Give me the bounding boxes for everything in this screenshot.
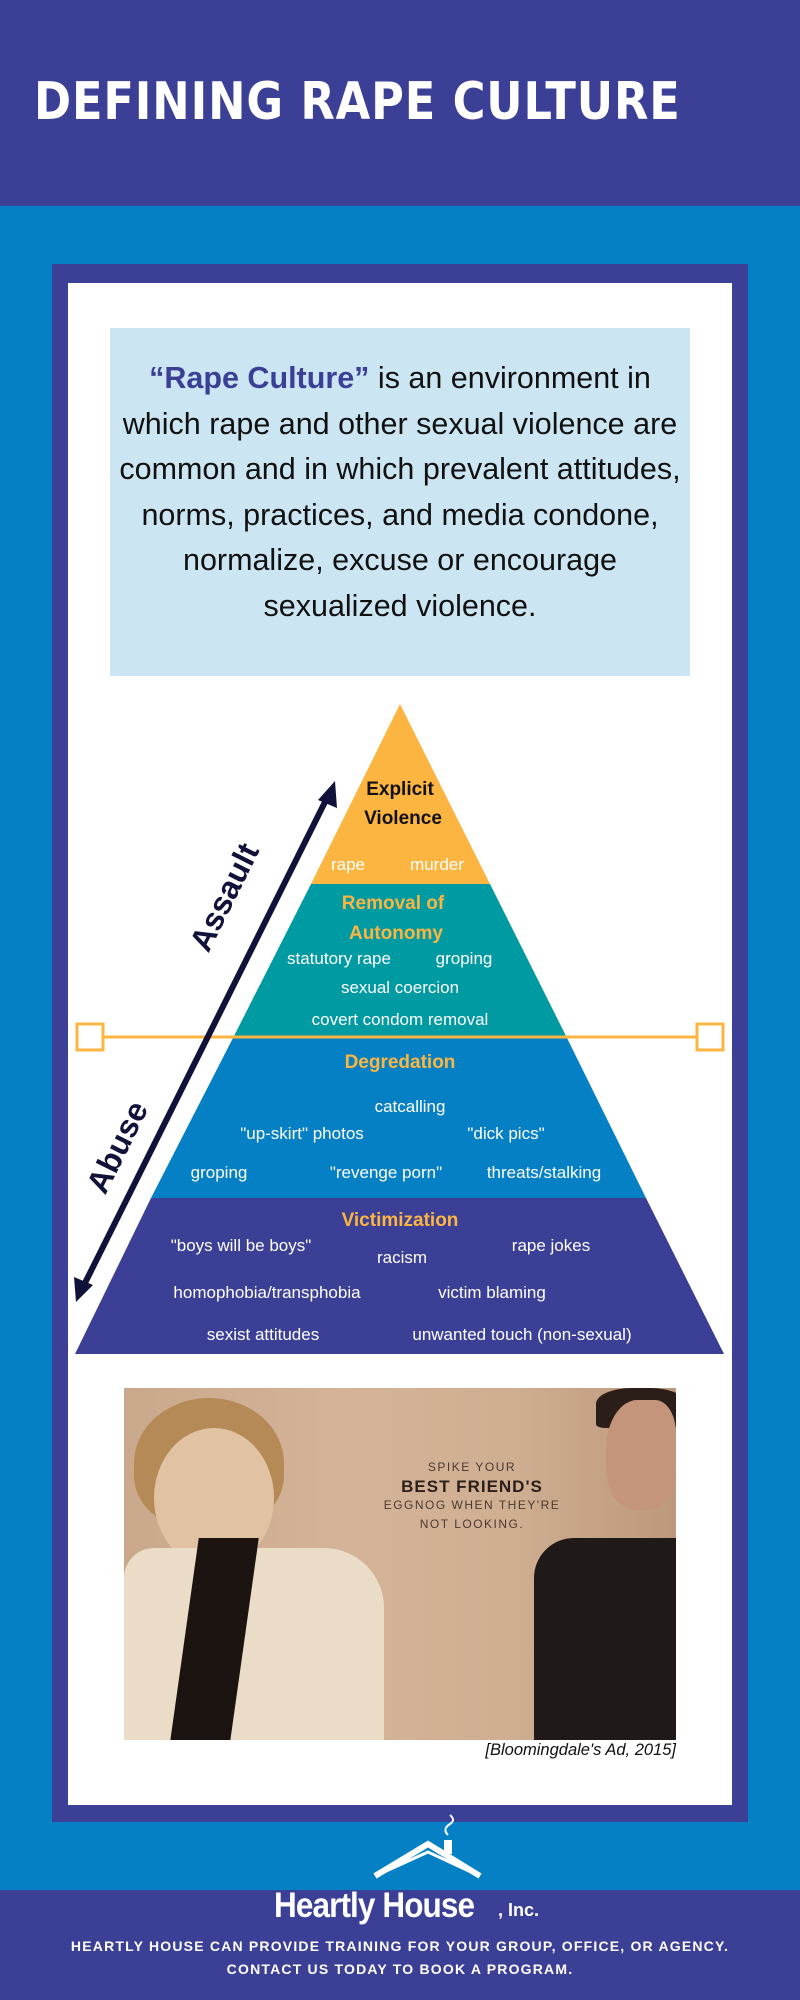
ad-caption: [Bloomingdale's Ad, 2015] bbox=[485, 1741, 676, 1759]
tier2-item: sexual coercion bbox=[341, 978, 459, 997]
tier4-item: rape jokes bbox=[512, 1236, 590, 1255]
logo-suffix: , Inc. bbox=[498, 1900, 540, 1920]
tier1-title-line1: Explicit bbox=[366, 779, 434, 800]
ad-line: BEST FRIEND'S bbox=[401, 1477, 543, 1496]
tier-victimization-shape bbox=[75, 1198, 724, 1354]
spectrum-arrow-head-bottom bbox=[74, 1277, 93, 1302]
tier1-item: murder bbox=[410, 855, 464, 874]
ad-line: SPIKE YOUR bbox=[427, 1460, 517, 1474]
definition-text: “Rape Culture” is an environment in whic… bbox=[118, 356, 682, 629]
threshold-handle-right bbox=[695, 1022, 725, 1052]
tier2-item: covert condom removal bbox=[312, 1010, 489, 1029]
logo-wordmark: Heartly House bbox=[274, 1886, 475, 1925]
tier-degredation-shape bbox=[151, 1036, 646, 1198]
tier4-item: homophobia/transphobia bbox=[173, 1283, 361, 1302]
tier4-item: "boys will be boys" bbox=[171, 1236, 312, 1255]
tier2-item: groping bbox=[436, 949, 493, 968]
tier-autonomy-shape bbox=[234, 884, 566, 1036]
footer-line: CONTACT US TODAY TO BOOK A PROGRAM. bbox=[226, 1961, 574, 1977]
tier4-item: unwanted touch (non-sexual) bbox=[412, 1325, 631, 1344]
tier3-item: "revenge porn" bbox=[330, 1163, 442, 1182]
page-title: DEFINING RAPE CULTURE bbox=[34, 72, 681, 132]
ad-copy: SPIKE YOUR BEST FRIEND'S EGGNOG WHEN THE… bbox=[372, 1458, 572, 1534]
abuse-label: Abuse bbox=[79, 1095, 155, 1199]
ad-line: EGGNOG WHEN THEY'RE bbox=[383, 1498, 561, 1512]
ad-photo: SPIKE YOUR BEST FRIEND'S EGGNOG WHEN THE… bbox=[124, 1388, 676, 1740]
tier3-title: Degredation bbox=[345, 1052, 456, 1073]
man-figure bbox=[534, 1538, 676, 1740]
tier3-item: "up-skirt" photos bbox=[240, 1124, 364, 1143]
tier3-item: "dick pics" bbox=[467, 1124, 544, 1143]
tier4-item: victim blaming bbox=[438, 1283, 546, 1302]
footer-banner bbox=[0, 1890, 800, 2000]
heartly-house-roof-icon bbox=[373, 1814, 482, 1879]
definition-box bbox=[110, 328, 690, 676]
header-banner: DEFINING RAPE CULTURE bbox=[0, 0, 800, 206]
tier1-item: rape bbox=[331, 855, 365, 874]
ad-line: NOT LOOKING. bbox=[419, 1517, 525, 1531]
tier3-item: threats/stalking bbox=[487, 1163, 601, 1182]
footer-line: HEARTLY HOUSE CAN PROVIDE TRAINING FOR Y… bbox=[70, 1938, 730, 1954]
tier2-title-line2: Autonomy bbox=[349, 923, 443, 944]
tier3-item: groping bbox=[191, 1163, 248, 1182]
spectrum-arrow-head-top bbox=[318, 781, 337, 808]
threshold-handle-left bbox=[75, 1022, 105, 1052]
tier1-title-line2: Violence bbox=[364, 808, 442, 829]
tier2-item: statutory rape bbox=[287, 949, 391, 968]
tier4-title: Victimization bbox=[342, 1210, 459, 1231]
tier2-title-line1: Removal of bbox=[342, 893, 445, 914]
spectrum-arrow-shaft bbox=[79, 790, 333, 1291]
tier4-item: racism bbox=[377, 1248, 427, 1267]
tier4-item: sexist attitudes bbox=[207, 1325, 319, 1344]
tier-explicit-violence-shape bbox=[311, 704, 490, 884]
definition-body: is an environment in which rape and othe… bbox=[119, 361, 681, 623]
tier3-item: catcalling bbox=[375, 1097, 446, 1116]
definition-term: “Rape Culture” bbox=[149, 361, 370, 395]
